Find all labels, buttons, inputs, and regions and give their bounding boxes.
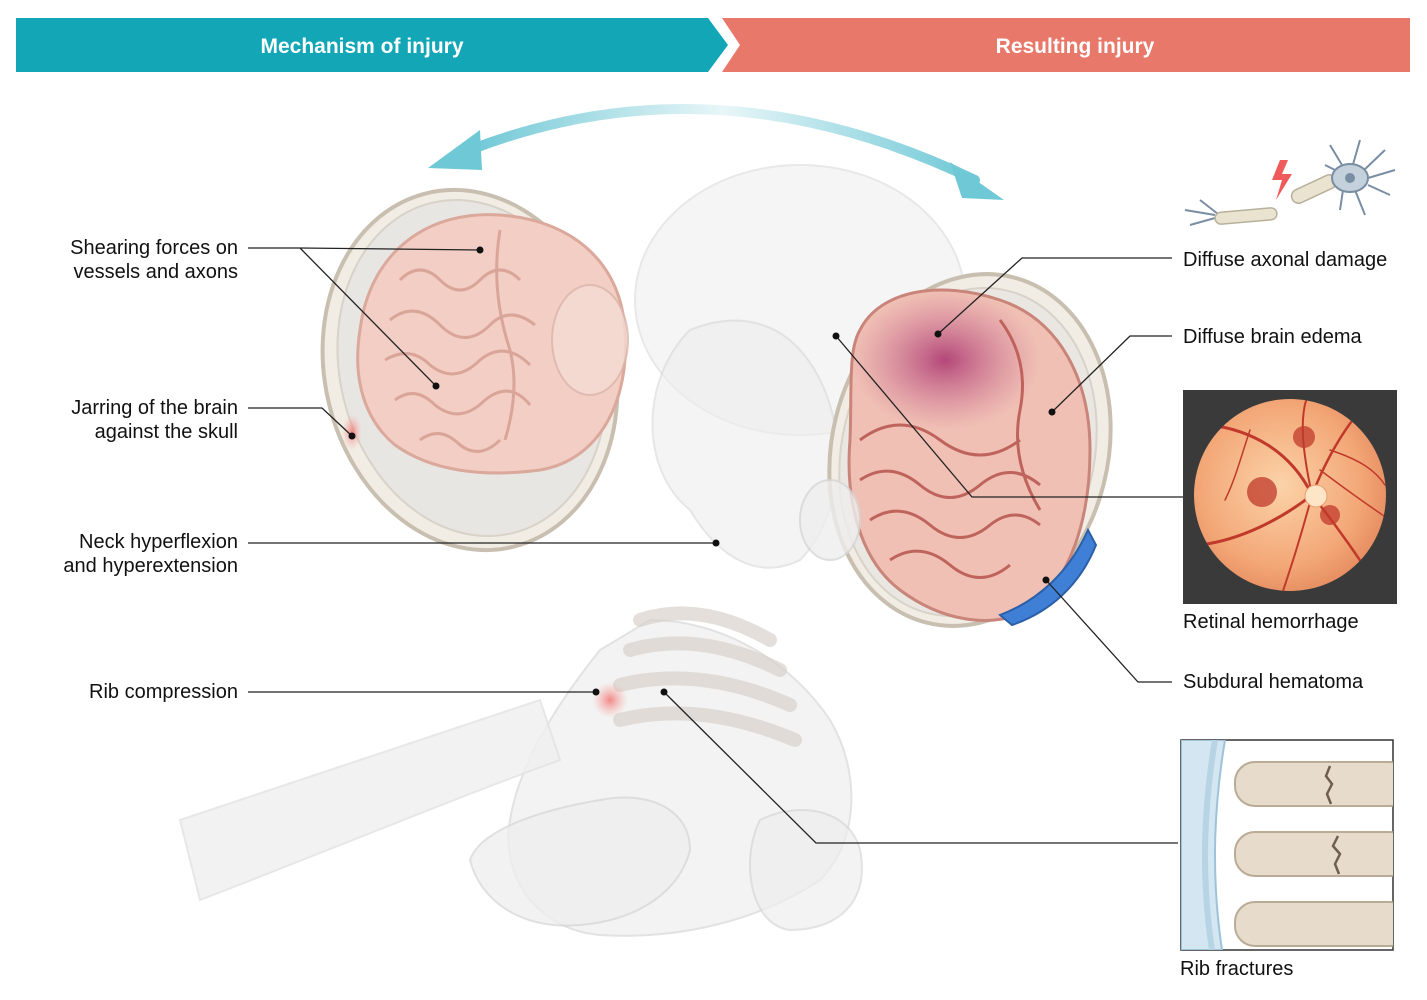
label-rib-fractures: Rib fractures — [1180, 958, 1294, 980]
label-line: and hyperextension — [63, 555, 238, 577]
label-line: Rib compression — [89, 681, 238, 703]
label-retinal-hemorrhage: Retinal hemorrhage — [1183, 611, 1359, 633]
label-diffuse-axonal-damage: Diffuse axonal damage — [1183, 249, 1388, 271]
mechanism-leader-lines — [248, 247, 1178, 844]
neuron-icon — [1184, 139, 1396, 226]
result-banner — [722, 18, 1410, 72]
label-line: Jarring of the brain — [71, 397, 238, 419]
label-diffuse-brain-edema: Diffuse brain edema — [1183, 326, 1362, 348]
label-line: Shearing forces on — [70, 237, 238, 259]
label-jarring: Jarring of the brain against the skull — [8, 396, 238, 444]
lightning-icon — [1272, 160, 1292, 200]
injury-leader-dots — [832, 330, 1056, 584]
label-line: Neck hyperflexion — [79, 531, 238, 553]
label-line: against the skull — [94, 421, 238, 443]
result-banner-title: Resulting injury — [995, 35, 1155, 58]
rib-fracture-image — [1180, 739, 1394, 951]
retina-image — [1183, 390, 1397, 604]
right-head — [799, 272, 1113, 628]
label-line: vessels and axons — [73, 261, 238, 283]
infant-ribcage — [613, 606, 802, 747]
rib-compression-marker — [592, 682, 628, 718]
shake-motion-arrow — [428, 104, 1004, 200]
mechanism-banner — [16, 18, 728, 72]
left-head — [320, 187, 629, 553]
label-shearing-forces: Shearing forces on vessels and axons — [8, 236, 238, 284]
label-rib-compression: Rib compression — [8, 680, 238, 704]
mechanism-leader-dots — [348, 246, 720, 696]
subdural-hematoma-region — [998, 527, 1098, 627]
mechanism-banner-title: Mechanism of injury — [260, 35, 464, 58]
label-subdural-hematoma: Subdural hematoma — [1183, 671, 1364, 693]
injury-leader-lines — [835, 257, 1184, 683]
label-neck: Neck hyperflexion and hyperextension — [8, 530, 238, 578]
